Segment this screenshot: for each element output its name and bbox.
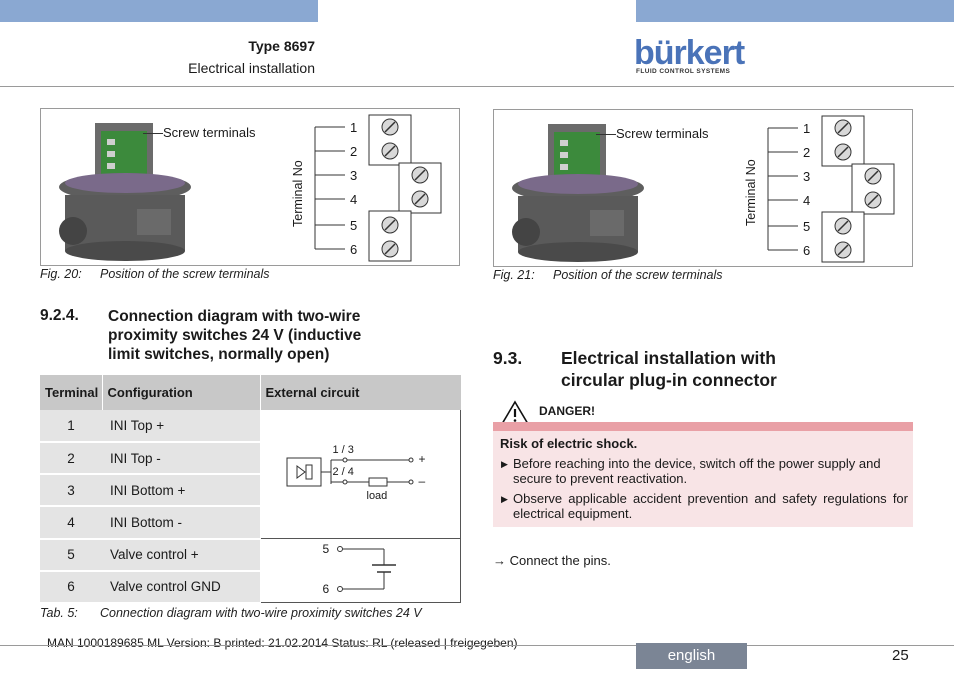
circuit-cell-valve: 5 6 <box>259 538 461 603</box>
terminal-number-3: 3 <box>350 168 358 183</box>
bullet-icon: ▶ <box>501 494 508 504</box>
terminals-1-3-label: 1 / 3 <box>332 444 354 456</box>
connection-table: Terminal Configuration External circuit … <box>40 375 461 604</box>
logo-tagline: FLUID CONTROL SYSTEMS <box>636 68 731 75</box>
terminal-5-label: 5 <box>322 542 330 556</box>
section-title: Connection diagram with two-wire proximi… <box>108 307 361 364</box>
configuration-cell: Valve control + <box>102 538 260 572</box>
footer-meta: MAN 1000189685 ML Version: B printed: 21… <box>47 636 518 650</box>
arrow-icon: → <box>493 553 506 568</box>
terminal-6-label: 6 <box>322 582 330 596</box>
danger-label: DANGER! <box>539 404 595 418</box>
table-header-row: Terminal Configuration External circuit <box>40 375 461 410</box>
terminal-number-4: 4 <box>803 193 811 208</box>
section-title-line: proximity switches 24 V (inductive <box>108 327 362 344</box>
callout-line <box>143 133 163 134</box>
terminal-strip <box>767 115 895 263</box>
section-title-line: Electrical installation with <box>561 348 776 368</box>
terminal-number-4: 4 <box>350 192 358 207</box>
circuit-cell-sensors: 1 / 3 2 / 4 + – load <box>259 410 461 539</box>
danger-bullet-1: Before reaching into the device, switch … <box>513 456 881 486</box>
terminal-number-1: 1 <box>803 121 811 136</box>
language-badge: english <box>636 643 747 669</box>
terminal-number-2: 2 <box>803 145 811 160</box>
header-divider <box>0 86 954 87</box>
configuration-cell: INI Top + <box>102 410 260 444</box>
callout-line <box>596 134 616 135</box>
burkert-logo: bürkert <box>634 34 745 72</box>
section-number: 9.2.4. <box>40 307 79 324</box>
minus-label: – <box>418 474 426 488</box>
terminal-number-5: 5 <box>803 219 811 234</box>
section-number: 9.3. <box>493 348 523 368</box>
terminal-cell: 3 <box>40 474 102 508</box>
device-illustration <box>512 124 644 262</box>
danger-bullet-2: Observe applicable accident prevention a… <box>513 491 908 521</box>
section-title-line: circular plug-in connector <box>561 370 777 390</box>
document-type: Type 8697 <box>248 38 315 54</box>
load-label: load <box>366 490 388 502</box>
plus-label: + <box>418 452 426 466</box>
caption-label: Fig. 20: <box>40 267 82 281</box>
terminal-number-3: 3 <box>803 169 811 184</box>
instruction: → Connect the pins. <box>493 553 611 568</box>
terminal-number-6: 6 <box>803 243 811 258</box>
figure-20: Screw terminals Terminal No 1 2 3 4 5 6 <box>40 108 460 266</box>
danger-heading: Risk of electric shock. <box>500 436 638 451</box>
caption-text: Position of the screw terminals <box>553 268 723 282</box>
top-bar-left <box>0 0 318 22</box>
terminals-2-4-label: 2 / 4 <box>332 466 354 478</box>
terminal-cell: 1 <box>40 410 102 444</box>
table-row: 1 INI Top + <box>40 410 461 539</box>
table-row: 3 INI Bottom + <box>40 474 461 508</box>
terminal-no-label: Terminal No <box>291 160 305 227</box>
table-row: 6 Valve control GND <box>40 570 461 604</box>
page-number: 25 <box>892 647 909 664</box>
configuration-cell: INI Top - <box>102 442 260 476</box>
footer-divider <box>0 645 954 646</box>
terminal-number-5: 5 <box>350 218 358 233</box>
caption-label: Tab. 5: <box>40 606 78 620</box>
screw-terminals-label: Screw terminals <box>163 125 256 140</box>
danger-bar <box>493 422 913 431</box>
column-header-configuration: Configuration <box>102 375 261 410</box>
caption-text: Connection diagram with two-wire proximi… <box>100 606 422 620</box>
terminal-cell: 6 <box>40 570 102 604</box>
configuration-cell: INI Bottom + <box>102 474 260 508</box>
figure-21-caption: Fig. 21: Position of the screw terminals <box>493 268 723 282</box>
terminal-cell: 2 <box>40 442 102 476</box>
figure-20-caption: Fig. 20: Position of the screw terminals <box>40 267 270 281</box>
column-header-terminal: Terminal <box>40 375 103 410</box>
section-title-line: Connection diagram with two-wire <box>108 308 361 325</box>
table-row: 5 Valve control + 5 6 <box>40 538 461 603</box>
danger-box: Risk of electric shock. ▶ Before reachin… <box>493 431 913 527</box>
valve-supply-circuit <box>336 546 396 592</box>
terminal-number-6: 6 <box>350 242 358 257</box>
caption-label: Fig. 21: <box>493 268 535 282</box>
device-illustration <box>59 123 191 261</box>
column-header-external-circuit: External circuit <box>260 375 461 410</box>
terminal-cell: 4 <box>40 506 102 540</box>
terminal-no-label: Terminal No <box>744 159 758 226</box>
table-row: 4 INI Bottom - <box>40 506 461 540</box>
configuration-cell: Valve control GND <box>102 570 260 604</box>
table-5-caption: Tab. 5: Connection diagram with two-wire … <box>40 606 422 620</box>
section-title-line: limit switches, normally open) <box>108 346 330 363</box>
configuration-cell: INI Bottom - <box>102 506 260 540</box>
figure-21: Screw terminals Terminal No 1 2 3 4 5 6 <box>493 109 913 267</box>
terminal-strip <box>314 114 442 262</box>
table-row: 2 INI Top - <box>40 442 461 476</box>
screw-terminals-label: Screw terminals <box>616 126 709 141</box>
document-subtitle: Electrical installation <box>188 60 315 76</box>
section-title: Electrical installation with circular pl… <box>561 347 777 391</box>
terminal-number-1: 1 <box>350 120 358 135</box>
bullet-icon: ▶ <box>501 459 508 469</box>
caption-text: Position of the screw terminals <box>100 267 270 281</box>
proximity-switch-circuit <box>286 457 413 487</box>
instruction-text: Connect the pins. <box>509 553 611 568</box>
terminal-number-2: 2 <box>350 144 358 159</box>
top-bar-right <box>636 0 954 22</box>
terminal-cell: 5 <box>40 538 102 572</box>
